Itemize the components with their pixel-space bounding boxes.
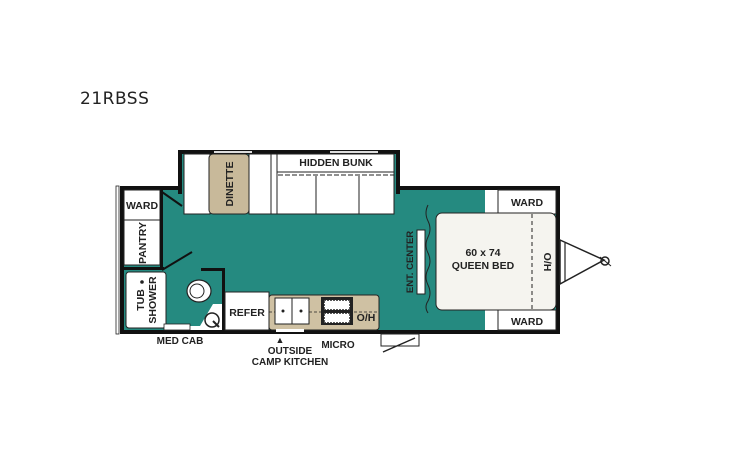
ward-front-top-label: WARD <box>511 197 543 209</box>
ward-front-bottom-label: WARD <box>511 316 543 328</box>
outside-label: OUTSIDE <box>267 346 313 357</box>
ent-center-label: ENT. CENTER <box>405 231 416 293</box>
refer-label: REFER <box>229 307 265 319</box>
ward-front-top <box>497 189 557 215</box>
oh-bed-label: O/H <box>541 253 553 272</box>
bed-type-label: QUEEN BED <box>452 260 515 272</box>
ward-rear-label: WARD <box>126 200 158 212</box>
ent-center <box>416 229 426 295</box>
bed-size-label: 60 x 74 <box>465 247 500 259</box>
tub-shower <box>125 271 167 329</box>
hidden-bunk <box>276 153 395 215</box>
pantry <box>123 219 161 266</box>
model-name: 21RBSS <box>80 89 150 109</box>
shower-label: SHOWER <box>147 276 159 324</box>
micro-label: MICRO <box>321 340 355 351</box>
med-cab-label: MED CAB <box>156 336 204 347</box>
refer <box>224 291 270 331</box>
outside-kitchen-arrow: ▲ <box>275 335 285 345</box>
camp-kitchen-label: CAMP KITCHEN <box>251 357 329 368</box>
tub-label: TUB <box>135 289 147 311</box>
dinette-label: DINETTE <box>224 162 236 207</box>
med-cab <box>163 323 191 331</box>
queen-bed <box>435 212 557 311</box>
pantry-label: PANTRY <box>137 222 149 264</box>
hidden-bunk-label: HIDDEN BUNK <box>299 157 373 169</box>
oh-kitchen-label: O/H <box>357 312 376 324</box>
